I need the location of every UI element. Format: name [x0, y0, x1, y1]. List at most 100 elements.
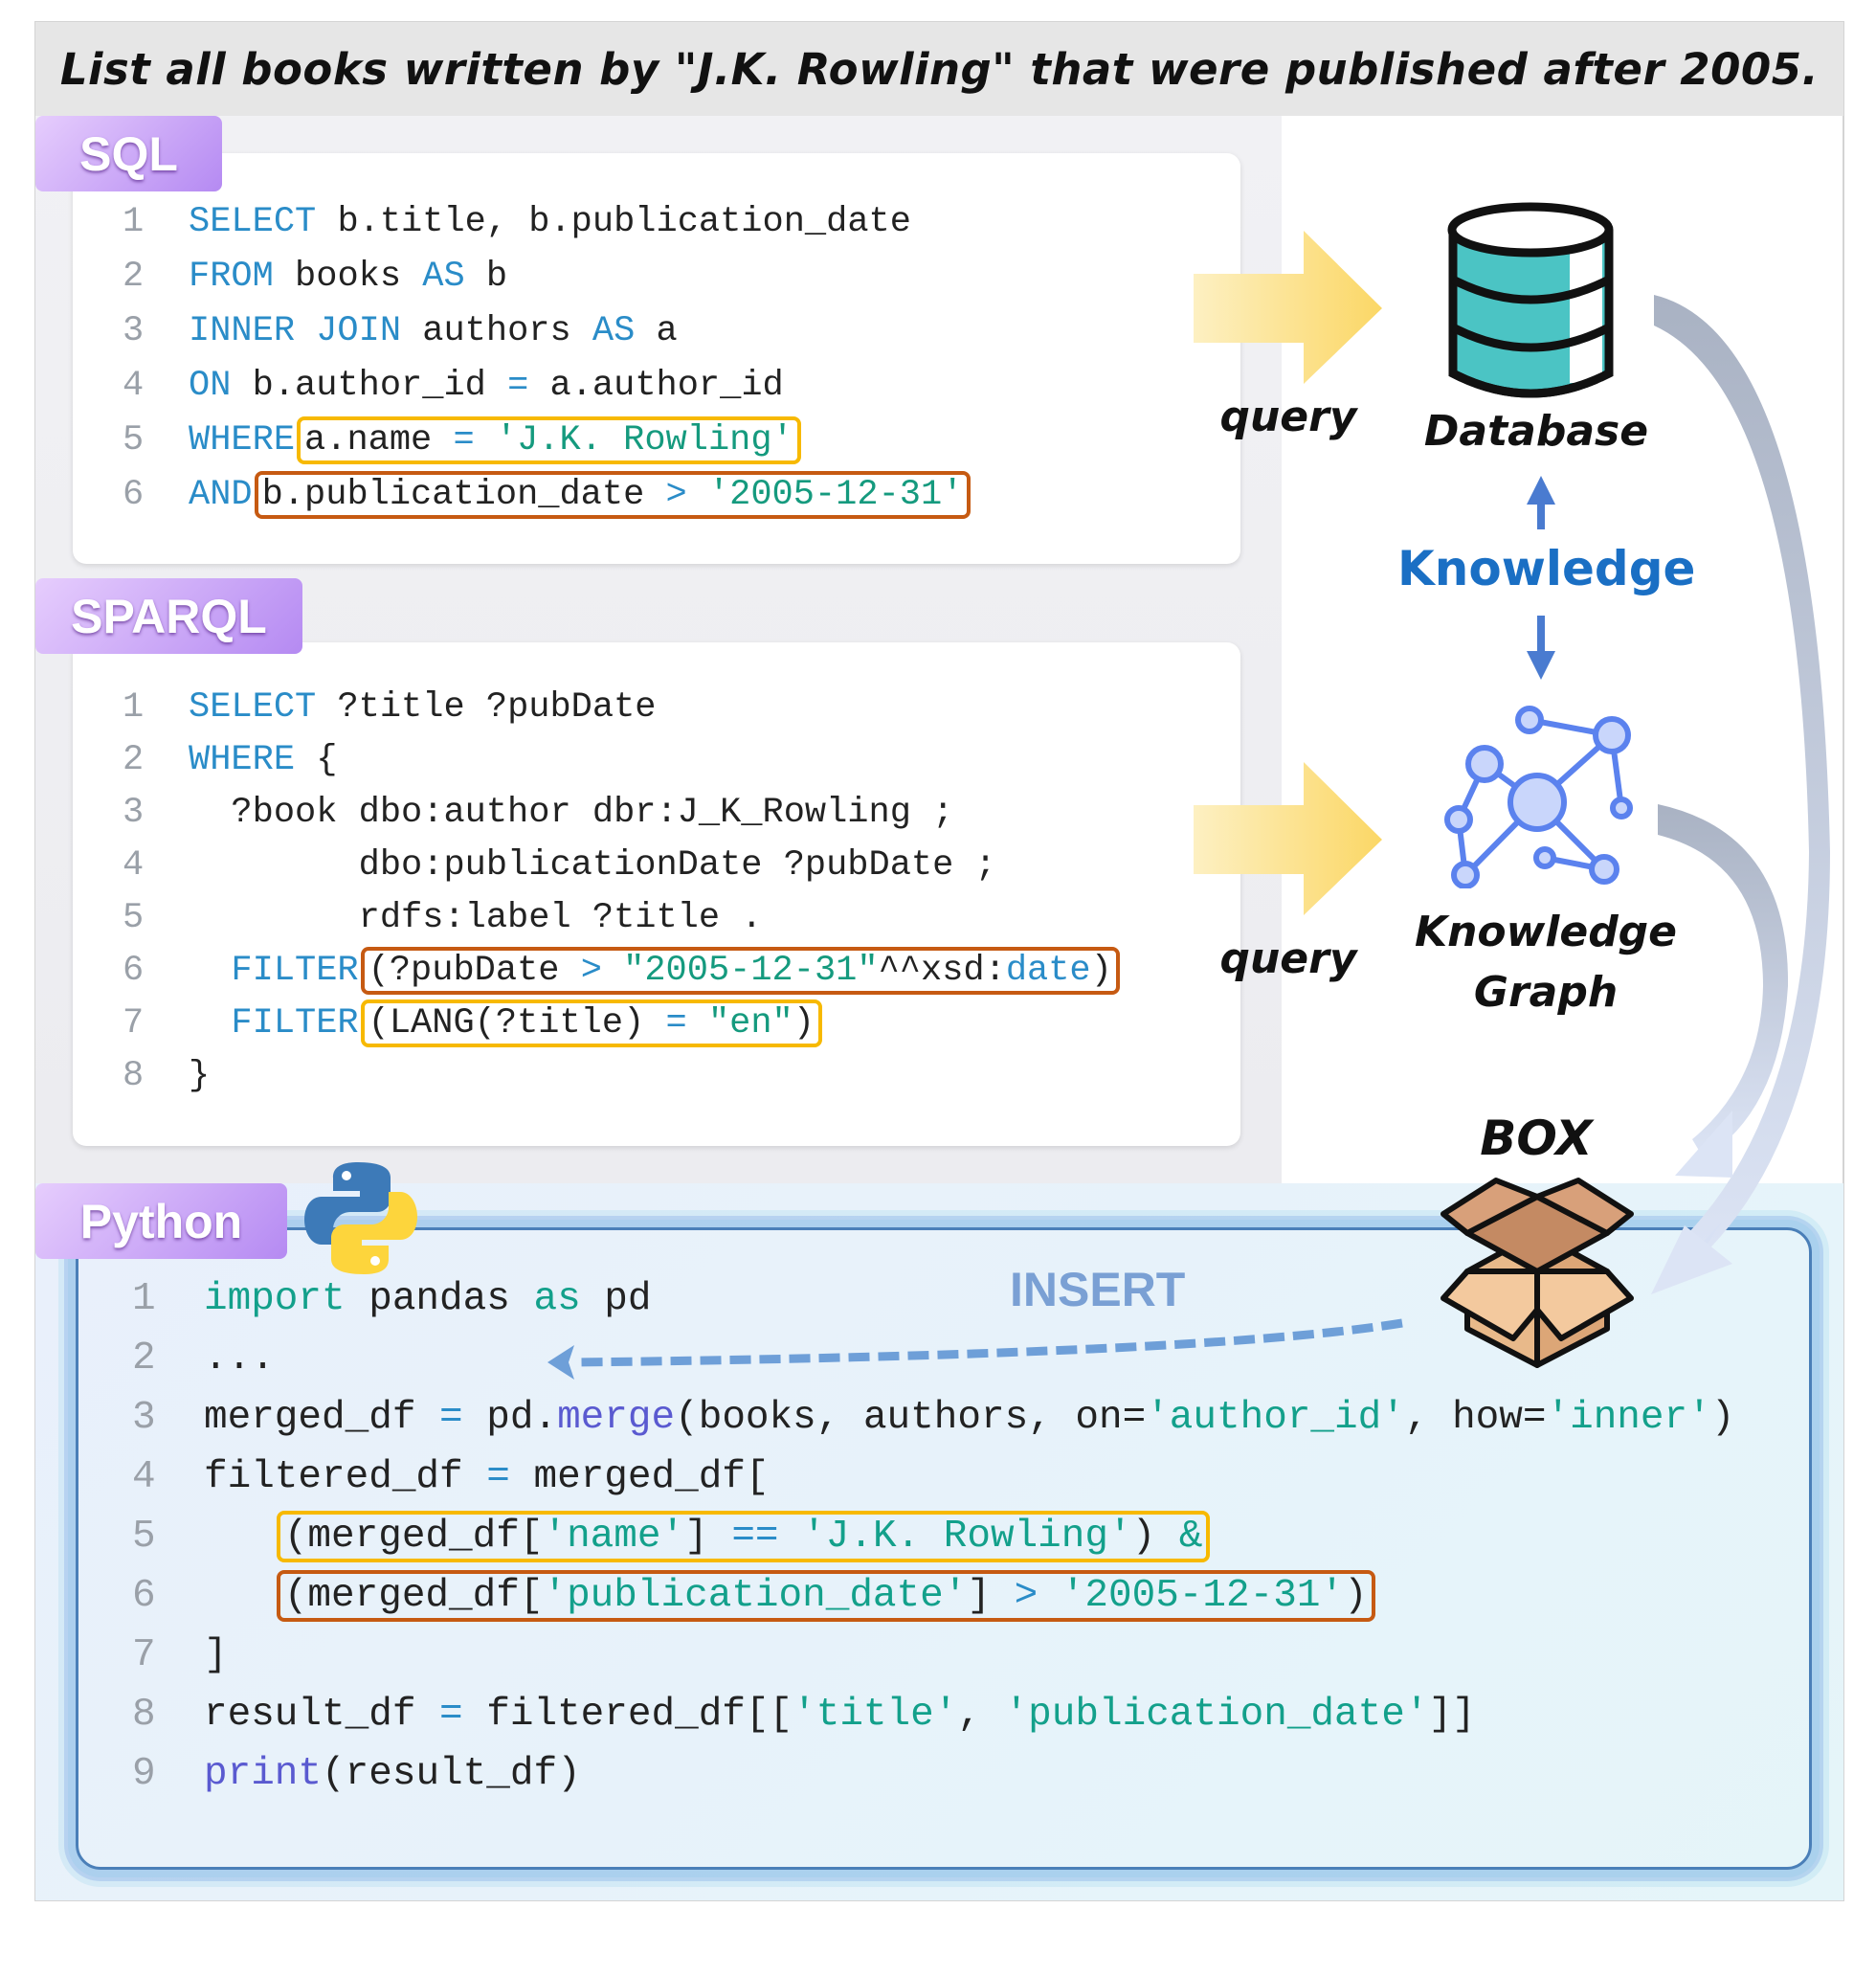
code-keyword: ON: [189, 365, 232, 406]
code-keyword: SELECT: [189, 201, 317, 242]
code-keyword: as: [533, 1277, 581, 1321]
sparql-code-card: [73, 642, 1240, 1146]
query-arrow-to-database: [1194, 231, 1382, 384]
highlight-box-orange: b.publication_date > '2005-12-31': [254, 470, 972, 519]
code-text: ): [793, 1002, 815, 1044]
code-string: 'J.K. Rowling': [802, 1515, 1132, 1559]
code-text: ?book dbo:author dbr:J_K_Rowling ;: [189, 792, 954, 833]
code-keyword: >: [1014, 1574, 1038, 1618]
knowledge-graph-to-box-curved-arrow: [1658, 804, 1789, 1178]
code-line: 7 FILTER(LANG(?title) = "en"): [123, 997, 1122, 1049]
line-number: 2: [132, 1336, 156, 1381]
code-text: ): [1090, 950, 1112, 991]
code-keyword: import: [204, 1277, 346, 1321]
code-keyword: >: [580, 950, 602, 991]
line-number: 6: [132, 1574, 156, 1618]
code-keyword: merge: [557, 1396, 676, 1440]
code-text: ): [1131, 1515, 1179, 1559]
code-string: 'name': [543, 1515, 685, 1559]
code-text: {: [295, 739, 338, 780]
code-text: authors: [401, 310, 592, 351]
code-string: '2005-12-31': [707, 474, 964, 515]
code-keyword: ==: [731, 1515, 779, 1559]
code-line: 2...: [132, 1329, 1734, 1388]
code-text: (?pubDate: [368, 950, 581, 991]
code-line: 4 filtered_df = merged_df[: [132, 1448, 1734, 1507]
code-line: 6 (merged_df['publication_date'] > '2005…: [132, 1566, 1734, 1626]
query-arrow-to-knowledge-graph: [1194, 762, 1382, 915]
line-number: 6: [123, 950, 145, 991]
code-text: b: [464, 256, 508, 297]
code-line: 5 (merged_df['name'] == 'J.K. Rowling') …: [132, 1507, 1734, 1566]
line-number: 5: [123, 419, 145, 460]
code-text: ^^xsd:: [878, 950, 1006, 991]
code-keyword: =: [486, 1455, 510, 1499]
line-number: 7: [132, 1633, 156, 1677]
code-keyword: WHERE: [189, 739, 296, 780]
code-text: b.publication_date: [261, 474, 666, 515]
code-text: ]: [204, 1633, 228, 1677]
code-text: ?title ?pubDate: [316, 686, 657, 728]
code-text: [779, 1515, 803, 1559]
code-string: "en": [707, 1002, 793, 1044]
code-text: a.name: [304, 419, 454, 460]
line-number: 4: [132, 1455, 156, 1499]
code-text: b.author_id: [231, 365, 508, 406]
code-keyword: AS: [592, 310, 636, 351]
code-string: 'J.K. Rowling': [495, 419, 793, 460]
code-text: a: [635, 310, 678, 351]
code-text: result_df: [204, 1693, 440, 1737]
python-tag: Python: [35, 1183, 287, 1259]
line-number: 1: [132, 1277, 156, 1321]
code-line: 5 rdfs:label ?title .: [123, 891, 1122, 944]
code-line: 3 merged_df = pd.merge(books, authors, on…: [132, 1388, 1734, 1448]
code-string: "2005-12-31": [623, 950, 879, 991]
query-label-sql: query: [1219, 393, 1357, 441]
code-text: (merged_df[: [283, 1574, 544, 1618]
code-text: (books, authors, on=: [675, 1396, 1147, 1440]
line-number: 2: [123, 739, 145, 780]
code-keyword: FROM: [189, 256, 274, 297]
knowledge-graph-label-line1: Knowledge: [1414, 908, 1678, 956]
code-text: dbo:publicationDate ?pubDate ;: [189, 844, 996, 886]
code-text: merged_df[: [509, 1455, 770, 1499]
line-number: 3: [132, 1396, 156, 1440]
code-line: 6 FILTER(?pubDate > "2005-12-31"^^xsd:da…: [123, 944, 1122, 997]
code-text: ]]: [1428, 1693, 1476, 1737]
line-number: 3: [123, 792, 145, 833]
code-text: [475, 420, 496, 460]
code-text: merged_df: [204, 1396, 440, 1440]
code-text: , how=: [1404, 1396, 1547, 1440]
code-text: rdfs:label ?title .: [189, 897, 763, 938]
code-text: books: [273, 256, 423, 297]
query-label-sparql: query: [1219, 934, 1357, 983]
code-text: pd.: [462, 1396, 558, 1440]
line-number: 5: [132, 1515, 156, 1559]
code-text: [204, 1515, 275, 1559]
code-text: [1038, 1574, 1061, 1618]
code-text: filtered_df: [204, 1455, 487, 1499]
code-line: 4 dbo:publicationDate ?pubDate ;: [123, 839, 1122, 891]
code-keyword: AND: [189, 474, 253, 515]
database-to-box-curved-arrow: [1651, 295, 1830, 1294]
code-text: ...: [204, 1336, 275, 1381]
code-line: 8}: [123, 1049, 1122, 1102]
code-keyword: =: [439, 1396, 463, 1440]
code-keyword: FILTER: [189, 1002, 359, 1044]
code-keyword: SELECT: [189, 686, 317, 728]
code-string: 'publication_date': [543, 1574, 968, 1618]
insert-label: INSERT: [1010, 1263, 1186, 1316]
code-keyword: WHERE: [189, 419, 296, 460]
code-keyword: =: [453, 419, 475, 460]
line-number: 4: [123, 844, 145, 886]
code-string: 'publication_date': [1004, 1693, 1429, 1737]
